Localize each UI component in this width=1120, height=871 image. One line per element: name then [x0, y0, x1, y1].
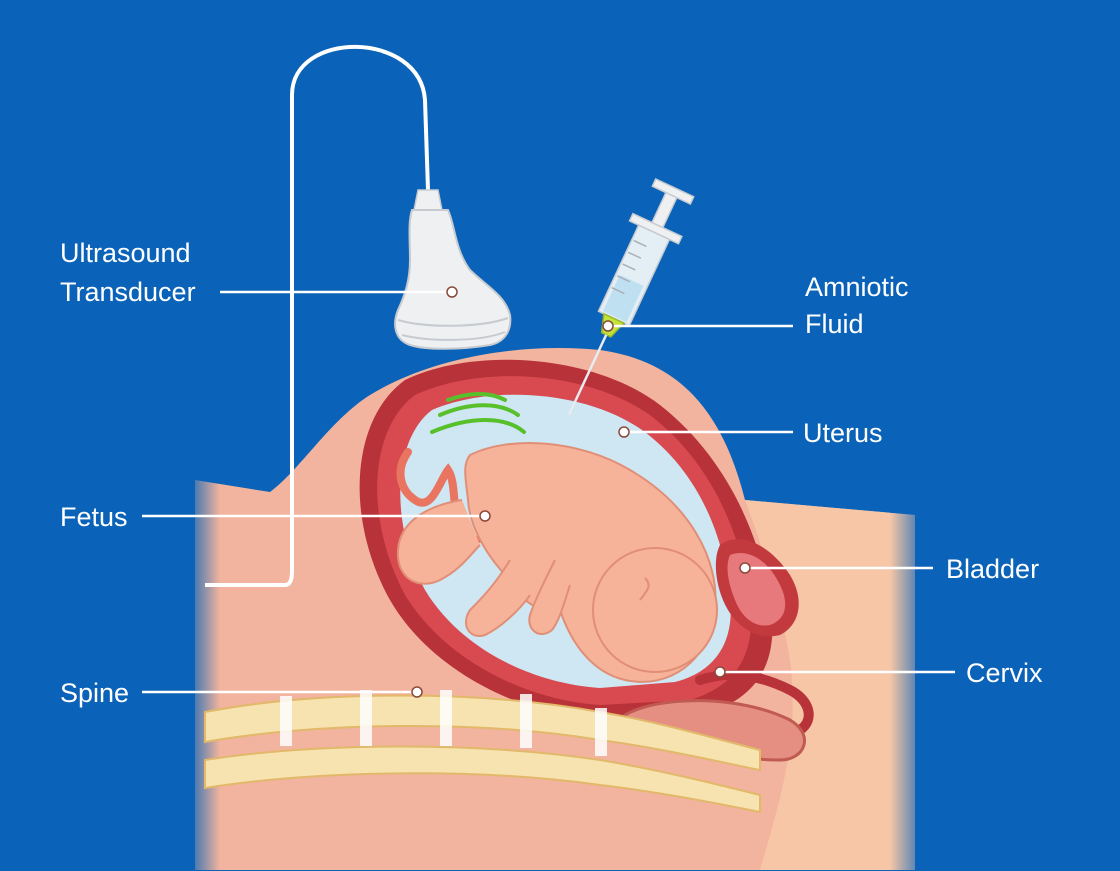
- bladder-pointer: [739, 562, 751, 574]
- label-amniotic-line1: Amniotic: [805, 272, 909, 302]
- spine-pointer: [411, 686, 423, 698]
- spine: [204, 690, 761, 814]
- syringe-icon: [567, 178, 695, 416]
- label-bladder: Bladder: [946, 554, 1039, 584]
- label-amniotic-line2: Fluid: [805, 309, 864, 339]
- ultrasound-transducer-icon: [205, 44, 512, 587]
- fetus-pointer: [479, 510, 491, 522]
- label-fetus: Fetus: [60, 502, 128, 532]
- fetus: [396, 442, 718, 683]
- uterus-pointer: [618, 426, 630, 438]
- label-cervix: Cervix: [966, 658, 1043, 688]
- transducer-pointer: [446, 286, 458, 298]
- label-ultrasound-line2: Transducer: [60, 277, 196, 307]
- fluid-pointer: [602, 320, 614, 332]
- cervix-pointer: [714, 666, 726, 678]
- label-ultrasound-line1: Ultrasound: [60, 238, 191, 268]
- ultrasound-waves: [430, 392, 526, 434]
- leader-lines: [142, 286, 955, 698]
- label-uterus: Uterus: [803, 418, 883, 448]
- label-spine: Spine: [60, 678, 129, 708]
